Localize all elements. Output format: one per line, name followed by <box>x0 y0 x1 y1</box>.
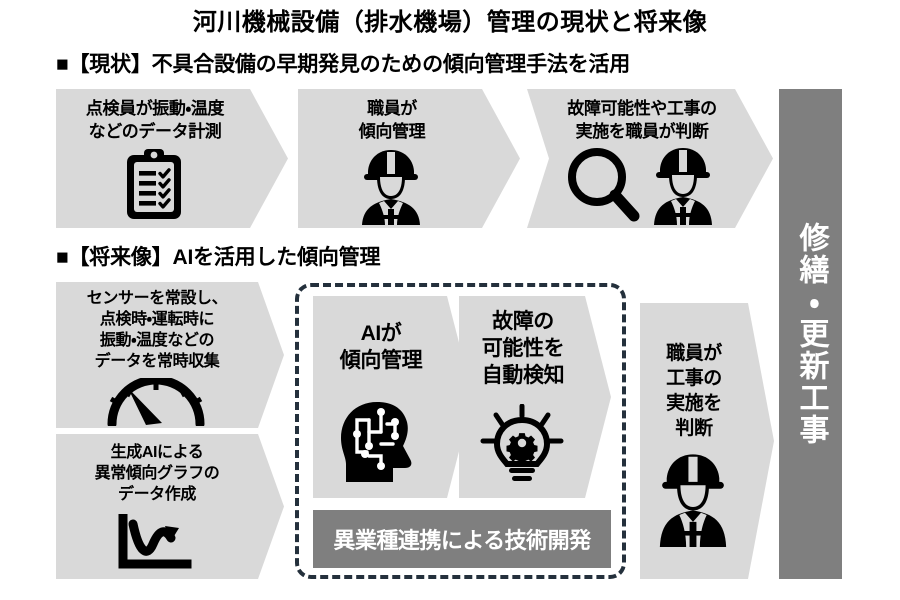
ai-collaboration-group <box>295 283 626 579</box>
current-step-2: 職員が 傾向管理 <box>298 89 520 228</box>
future-ai-step-2: 故障の 可能性を 自動検知 <box>459 296 611 498</box>
page-title: 河川機械設備（排水機場）管理の現状と将来像 <box>192 9 708 36</box>
lightbulb-gear-icon <box>459 404 585 486</box>
future-input-1-label: センサーを常設し、 点検時・運転時に 振動・温度などの データを常時収集 <box>86 290 228 370</box>
ai-brain-head-icon <box>313 400 447 484</box>
future-output-label: 職員が 工事の 実施を 判断 <box>666 343 722 439</box>
future-ai-step-1-label: AIが 傾向管理 <box>339 322 423 372</box>
worker-helmet-icon <box>640 451 746 547</box>
magnifier-and-worker-icon <box>545 143 733 225</box>
future-ai-step-2-label: 故障の 可能性を 自動検知 <box>481 310 565 387</box>
repair-renewal-bar: 修繕・更新工事 <box>779 89 842 579</box>
current-step-1: 点検員が振動・温度 などのデータ計測 <box>56 89 288 228</box>
future-ai-step-1: AIが 傾向管理 <box>313 296 473 498</box>
current-step-1-label: 点検員が振動・温度 などのデータ計測 <box>85 99 225 141</box>
section-heading-current: ■【現状】不具合設備の早期発見のための傾向管理手法を活用 <box>56 53 631 76</box>
trend-graph-icon <box>56 514 256 572</box>
current-step-3: 故障可能性や工事の 実施を職員が判断 <box>527 89 773 228</box>
clipboard-checklist-icon <box>56 147 252 223</box>
collaboration-banner-label: 異業種連携による技術開発 <box>333 528 591 553</box>
gauge-meter-icon <box>56 378 256 426</box>
collaboration-banner: 異業種連携による技術開発 <box>313 510 611 568</box>
future-input-1: センサーを常設し、 点検時・運転時に 振動・温度などの データを常時収集 <box>56 282 284 428</box>
worker-helmet-icon <box>298 147 484 225</box>
future-input-2: 生成AIによる 異常傾向グラフの データ作成 <box>56 434 284 579</box>
current-step-3-label: 故障可能性や工事の 実施を職員が判断 <box>567 99 717 141</box>
future-output: 職員が 工事の 実施を 判断 <box>640 303 774 579</box>
repair-renewal-bar-label: 修繕・更新工事 <box>794 222 828 446</box>
current-step-2-label: 職員が 傾向管理 <box>358 99 426 141</box>
future-input-2-label: 生成AIによる 異常傾向グラフの データ作成 <box>94 444 220 503</box>
section-heading-future: ■【将来像】AIを活用した傾向管理 <box>56 246 381 269</box>
